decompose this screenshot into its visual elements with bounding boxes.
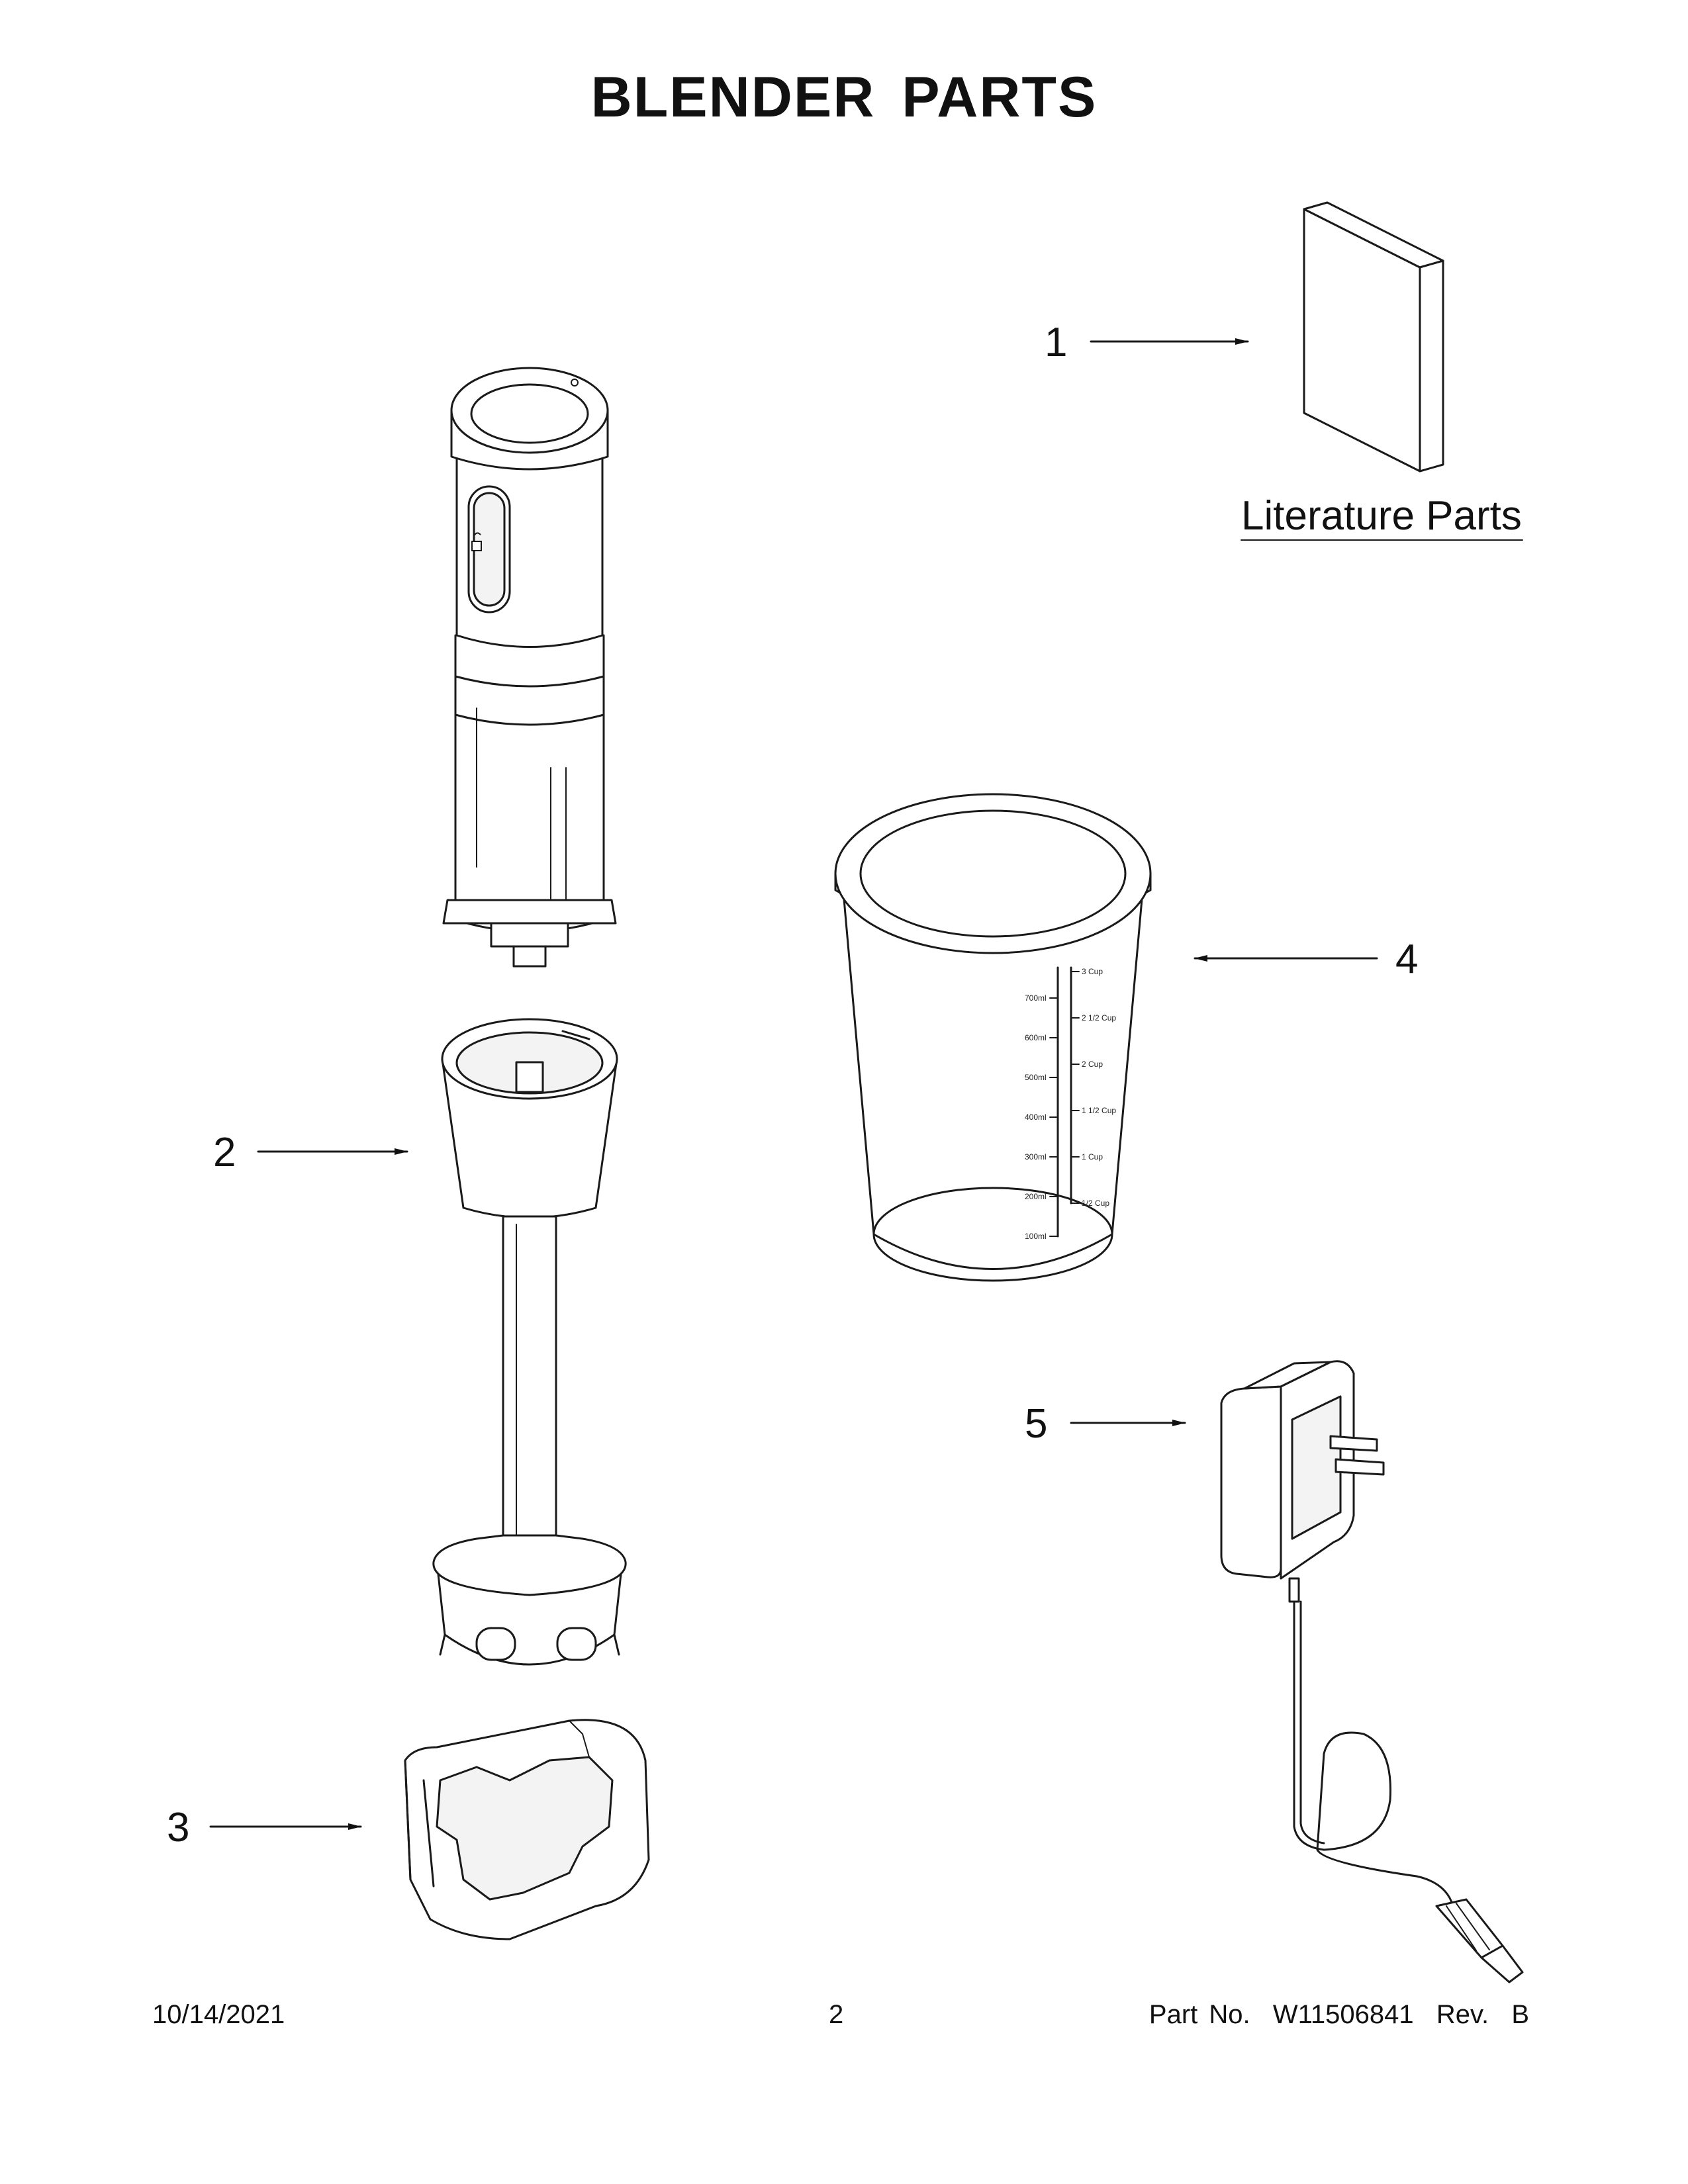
footer-date: 10/14/2021 — [152, 2000, 285, 2029]
cup-mark-1: 1 Cup — [1082, 1152, 1103, 1161]
callout-4: 4 — [1194, 936, 1418, 982]
jar-cup-scale: 3 Cup 2 1/2 Cup 2 Cup 1 1/2 Cup 1 Cup 1/… — [1070, 967, 1116, 1208]
ml-mark-100: 100ml — [1025, 1232, 1047, 1241]
cup-mark-1-1-2: 1 1/2 Cup — [1082, 1106, 1116, 1115]
footer-page-number: 2 — [829, 2000, 844, 2029]
blade-guard — [404, 1719, 650, 1940]
barrel-connector — [1435, 1898, 1524, 1983]
ml-mark-600: 600ml — [1025, 1033, 1047, 1042]
callout-number-4: 4 — [1395, 936, 1418, 982]
cup-mark-2: 2 Cup — [1082, 1060, 1103, 1069]
literature-book — [1303, 201, 1444, 473]
svg-text:Literature Parts: Literature Parts — [1241, 493, 1522, 539]
motor-body — [442, 367, 617, 968]
cup-mark-3: 3 Cup — [1082, 967, 1103, 976]
ml-mark-300: 300ml — [1025, 1152, 1047, 1161]
callout-2: 2 — [213, 1130, 408, 1175]
lock-icon — [471, 532, 482, 551]
literature-parts-label: Literature Parts — [1241, 493, 1523, 541]
power-adapter — [1220, 1360, 1524, 1983]
blending-jar: 700ml 600ml 500ml 400ml 300ml 200ml 100m… — [834, 793, 1152, 1282]
callout-number-1: 1 — [1045, 320, 1067, 365]
ml-mark-500: 500ml — [1025, 1073, 1047, 1082]
callout-1: 1 — [1045, 320, 1249, 365]
cup-mark-2-1-2: 2 1/2 Cup — [1082, 1013, 1116, 1023]
callout-number-5: 5 — [1025, 1401, 1047, 1447]
footer-part-number: Part No. W11506841 Rev. B — [1149, 2000, 1529, 2029]
callout-5: 5 — [1025, 1401, 1186, 1447]
jar-ml-scale: 700ml 600ml 500ml 400ml 300ml 200ml 100m… — [1025, 993, 1058, 1241]
callout-number-3: 3 — [167, 1805, 189, 1850]
ml-mark-200: 200ml — [1025, 1192, 1047, 1201]
plug-prong-icon — [1329, 1435, 1385, 1476]
blending-arm — [432, 1018, 627, 1666]
ml-mark-400: 400ml — [1025, 1113, 1047, 1122]
ml-mark-700: 700ml — [1025, 993, 1047, 1003]
page-title: BLENDER PARTS — [590, 66, 1098, 129]
power-button — [467, 485, 511, 614]
callout-number-2: 2 — [213, 1130, 236, 1175]
callout-3: 3 — [167, 1805, 362, 1850]
cup-mark-1-2: 1/2 Cup — [1082, 1199, 1109, 1208]
